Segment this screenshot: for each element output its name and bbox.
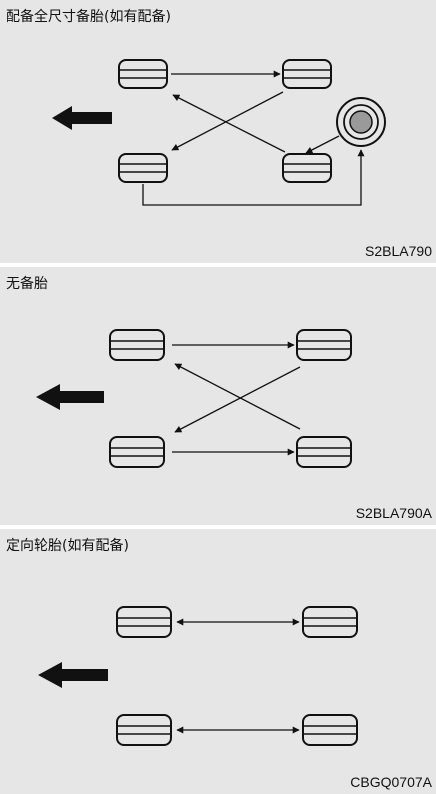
tire-rear-left bbox=[116, 714, 172, 746]
arrow-spare-to-rr bbox=[305, 135, 340, 154]
rotation-diagram-directional bbox=[38, 606, 358, 746]
spare-tire bbox=[336, 97, 386, 147]
forward-direction-arrow bbox=[36, 384, 104, 410]
panel-title: 无备胎 bbox=[6, 276, 48, 292]
forward-direction-arrow bbox=[52, 106, 112, 130]
tire-front-left bbox=[118, 59, 168, 89]
figure-code: CBGQ0707A bbox=[350, 774, 432, 790]
panel-title: 配备全尺寸备胎(如有配备) bbox=[6, 9, 171, 25]
tire-rear-left bbox=[109, 436, 165, 468]
tire-front-left bbox=[109, 329, 165, 361]
tire-rear-right bbox=[282, 153, 332, 183]
tire-front-right bbox=[282, 59, 332, 89]
forward-direction-arrow bbox=[38, 662, 108, 688]
rotation-diagram-full-spare bbox=[52, 59, 386, 206]
panel-directional-tires: 定向轮胎(如有配备) bbox=[0, 529, 436, 794]
tire-rear-right bbox=[302, 714, 358, 746]
panel-title: 定向轮胎(如有配备) bbox=[6, 538, 129, 554]
rotation-diagram-no-spare bbox=[36, 329, 352, 468]
panel-no-spare: 无备胎 bbox=[0, 267, 436, 525]
arrow-fr-to-rl bbox=[171, 91, 284, 151]
tire-front-left bbox=[116, 606, 172, 638]
figure-code: S2BLA790 bbox=[365, 243, 432, 259]
arrow-rr-to-fl bbox=[174, 363, 301, 430]
tire-front-right bbox=[302, 606, 358, 638]
tire-rear-right bbox=[296, 436, 352, 468]
tire-rear-left bbox=[118, 153, 168, 183]
panel-full-size-spare: 配备全尺寸备胎(如有配备) bbox=[0, 0, 436, 263]
arrow-fr-to-rl bbox=[174, 366, 301, 433]
tire-front-right bbox=[296, 329, 352, 361]
figure-code: S2BLA790A bbox=[355, 505, 432, 521]
arrow-rl-to-spare bbox=[142, 149, 365, 206]
arrow-rr-to-fl bbox=[172, 94, 286, 153]
